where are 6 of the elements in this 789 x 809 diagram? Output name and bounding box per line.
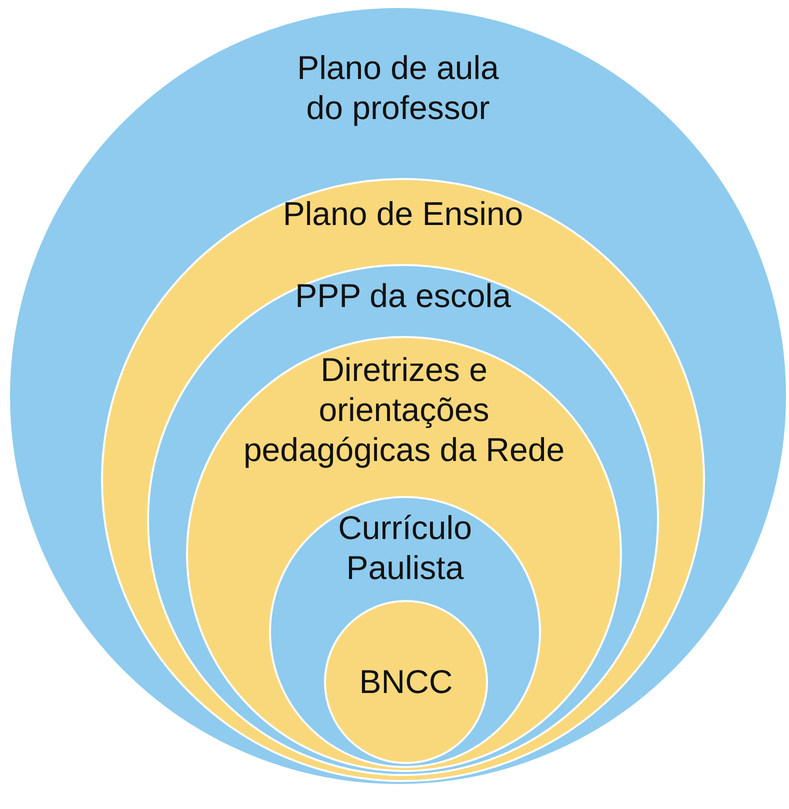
circle-label: Plano de aula do professor <box>296 48 500 128</box>
circle-label: Currículo Paulista <box>337 508 473 588</box>
circle-label: PPP da escola <box>294 276 512 316</box>
circle-label: Plano de Ensino <box>282 194 524 234</box>
circle-label: BNCC <box>358 662 454 702</box>
circle-label: Diretrizes e orientações pedagógicas da Rede <box>242 350 566 470</box>
